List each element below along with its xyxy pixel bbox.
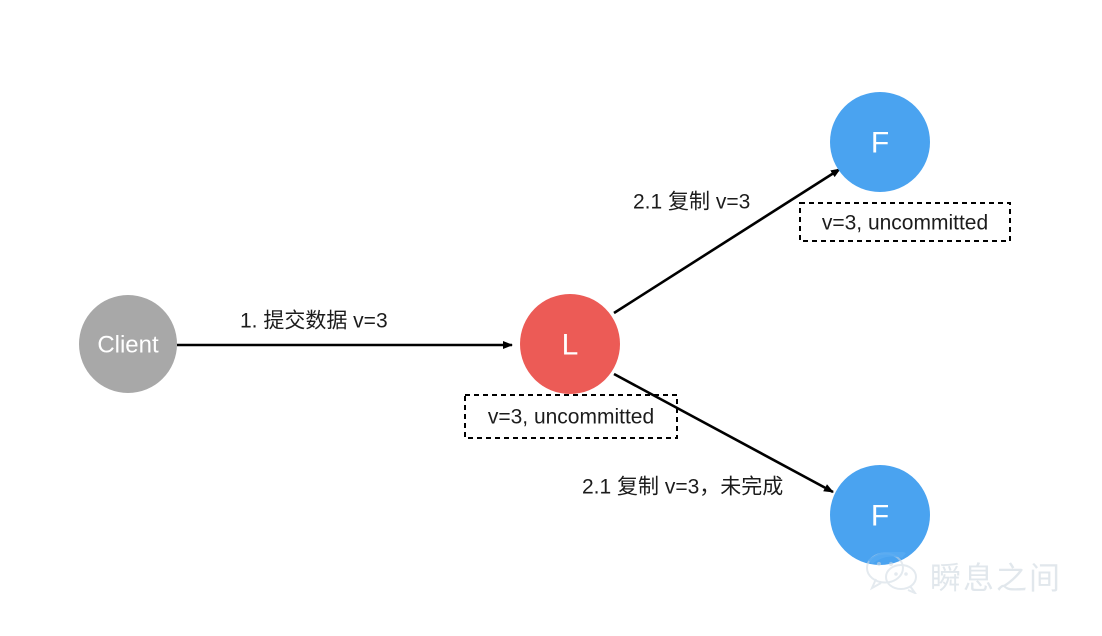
node-follower-bottom-label: F [871,500,889,533]
state-box-leader-label: v=3, uncommitted [488,406,654,429]
node-follower-bottom-circle[interactable] [830,465,930,565]
edge-client-to-leader-label: 1. 提交数据 v=3 [240,310,388,333]
node-client-circle[interactable] [79,295,177,393]
edge-leader-to-follower-top-label: 2.1 复制 v=3 [633,191,750,214]
state-box-follower-top-label: v=3, uncommitted [822,212,988,235]
edge-leader-to-follower-top: 2.1 复制 v=3 [613,167,841,315]
state-box-leader-rect [464,394,678,439]
node-follower-top[interactable]: F [830,92,930,192]
node-follower-top-circle[interactable] [830,92,930,192]
node-leader-circle[interactable] [520,294,620,394]
edge-leader-to-follower-top-line [613,167,841,315]
node-follower-bottom[interactable]: F [830,465,930,565]
node-client[interactable]: Client [79,295,177,393]
state-box-follower-top: v=3, uncommitted [799,202,1011,242]
edge-leader-to-follower-bottom: 2.1 复制 v=3，未完成 [582,372,834,499]
node-follower-top-label: F [871,127,889,160]
edge-leader-to-follower-bottom-line [613,372,834,494]
edge-client-to-leader: 1. 提交数据 v=3 [177,310,513,349]
state-box-follower-top-rect [799,202,1011,242]
state-box-leader: v=3, uncommitted [464,394,678,439]
node-client-label: Client [97,332,159,359]
node-leader-label: L [562,329,579,362]
node-leader[interactable]: L [520,294,620,394]
edge-leader-to-follower-bottom-label: 2.1 复制 v=3，未完成 [582,476,783,499]
